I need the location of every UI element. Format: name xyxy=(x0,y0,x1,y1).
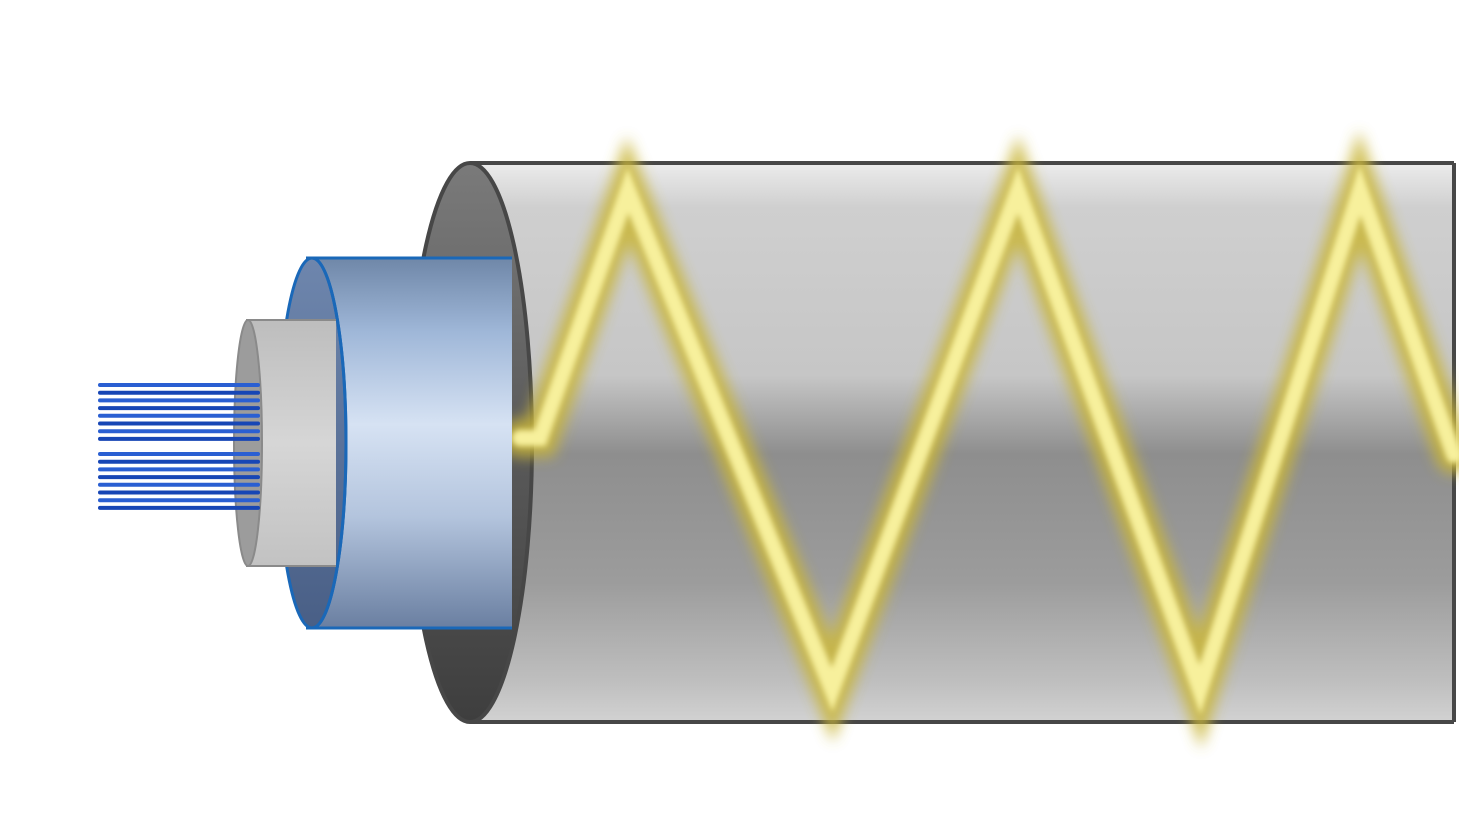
light-signal-zigzag-core xyxy=(512,164,1459,715)
light-signal-zigzag xyxy=(501,130,1459,749)
